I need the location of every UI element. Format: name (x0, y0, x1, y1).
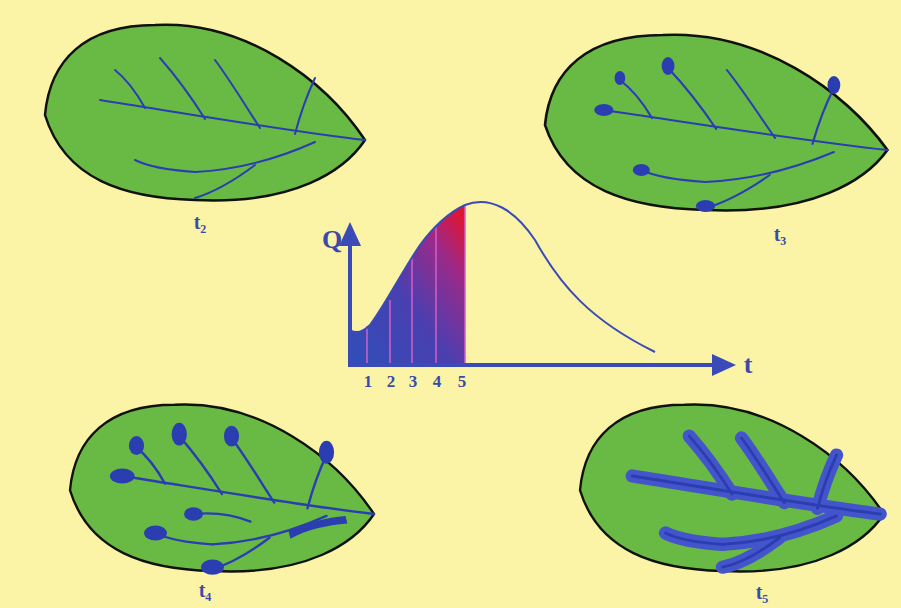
axis-label: Q (322, 227, 342, 253)
catchment-leaf (580, 404, 884, 571)
time-step-number: 3 (409, 373, 418, 390)
time-step-number: 4 (433, 373, 442, 390)
catchment-leaf (70, 404, 374, 574)
time-step-number: 2 (387, 373, 396, 390)
axis-label: t (744, 352, 753, 378)
time-label: t₅ (756, 582, 769, 602)
catchment-leaf (45, 25, 365, 201)
time-label: t₃ (774, 224, 787, 244)
time-label: t₄ (199, 580, 212, 600)
time-step-number: 5 (458, 373, 467, 390)
hydrograph (339, 202, 736, 376)
time-label: t₂ (194, 212, 207, 232)
catchment-leaf (545, 35, 887, 212)
time-step-number: 1 (364, 373, 373, 390)
